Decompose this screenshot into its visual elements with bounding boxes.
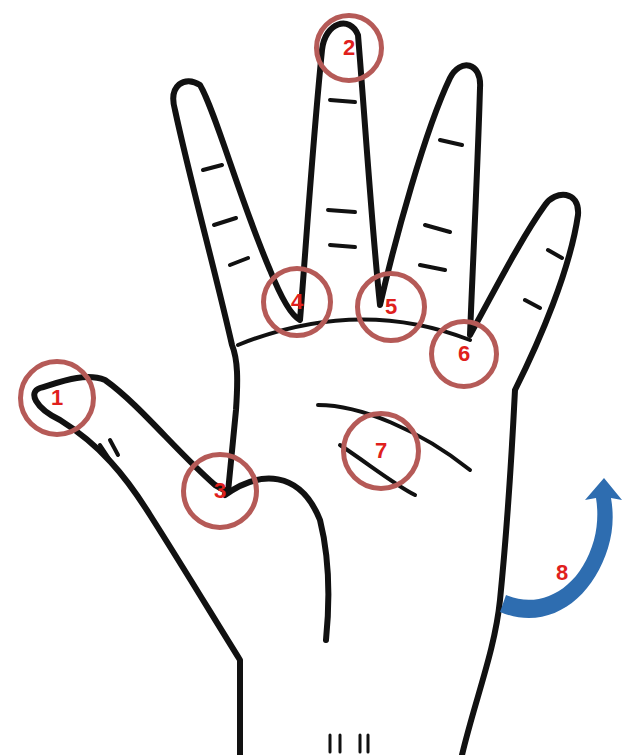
callout-number: 6 xyxy=(458,343,470,365)
callout-number: 8 xyxy=(556,560,568,586)
palm-line xyxy=(225,479,328,640)
callout-number: 7 xyxy=(375,440,387,462)
callout-number: 2 xyxy=(343,37,355,59)
finger-crease xyxy=(203,165,248,265)
callout-number: 5 xyxy=(385,296,397,318)
finger-crease xyxy=(328,100,355,247)
finger-crease xyxy=(420,140,462,270)
hand-outline xyxy=(34,24,578,755)
callout-circle: 5 xyxy=(355,271,427,343)
thumb-crease xyxy=(100,440,118,460)
callout-number: 1 xyxy=(51,387,63,409)
callout-circle: 6 xyxy=(429,319,499,389)
callout-number: 4 xyxy=(291,291,303,313)
callout-circle: 4 xyxy=(261,266,333,338)
palm-line xyxy=(238,319,470,345)
finger-crease xyxy=(525,250,562,308)
callout-circle: 7 xyxy=(341,411,421,491)
callout-circle: 2 xyxy=(314,13,384,83)
callout-circle: 3 xyxy=(181,452,259,530)
wrist-crease xyxy=(330,735,368,752)
callout-circle: 1 xyxy=(18,359,96,437)
callout-number: 3 xyxy=(214,480,226,502)
rotation-arrow xyxy=(500,478,622,618)
